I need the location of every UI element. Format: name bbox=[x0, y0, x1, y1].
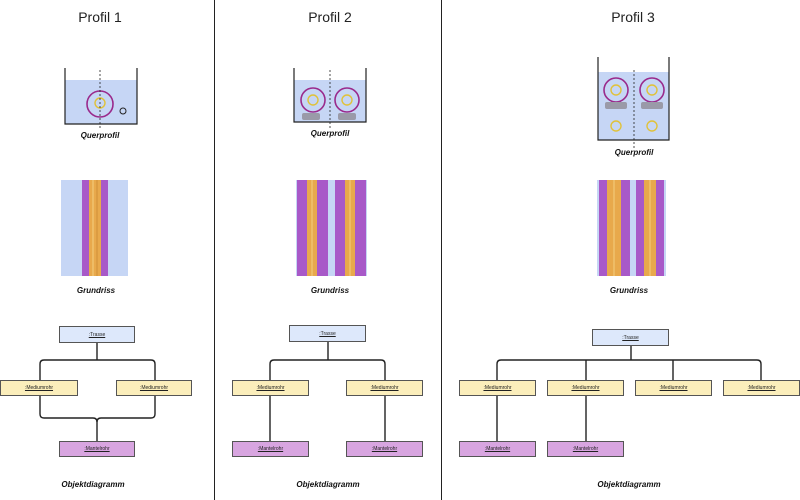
profile-1-plan-caption: Grundriss bbox=[76, 286, 116, 295]
profile-3-mediumrohr-box-2[interactable]: :Mediumrohr bbox=[547, 380, 624, 396]
profile-2-plan bbox=[296, 180, 367, 276]
profile-2-mantelrohr-box-1[interactable]: :Mantelrohr bbox=[232, 441, 309, 457]
profile-3-plan bbox=[597, 180, 666, 276]
column-divider-2 bbox=[441, 0, 442, 500]
profile-3-mediumrohr-box-3[interactable]: :Mediumrohr bbox=[635, 380, 712, 396]
profile-3-diagram-caption: Objektdiagramm bbox=[597, 480, 661, 489]
profile-2-mediumrohr-box-2[interactable]: :Mediumrohr bbox=[346, 380, 423, 396]
profile-3-mantelrohr-box-2[interactable]: :Mantelrohr bbox=[547, 441, 624, 457]
profile-3-connectors bbox=[496, 346, 762, 441]
profile-3-cross-section bbox=[597, 57, 670, 148]
profile-2-cross-caption: Querprofil bbox=[310, 129, 350, 138]
profile-1-mediumrohr-box-2[interactable]: :Mediumrohr bbox=[116, 380, 192, 396]
profile-2-mediumrohr-box-1[interactable]: :Mediumrohr bbox=[232, 380, 309, 396]
profile-2-plan-caption: Grundriss bbox=[310, 286, 350, 295]
profile-1-diagram-caption: Objektdiagramm bbox=[61, 480, 125, 489]
profile-2-mantelrohr-box-2[interactable]: :Mantelrohr bbox=[346, 441, 423, 457]
profile-3-title: Profil 3 bbox=[611, 9, 655, 25]
profile-2-cross-section bbox=[293, 68, 367, 130]
profile-1-cross-caption: Querprofil bbox=[80, 131, 120, 140]
profile-3-cross-caption: Querprofil bbox=[614, 148, 654, 157]
profile-1-mantelrohr-box[interactable]: :Mantelrohr bbox=[59, 441, 135, 457]
profile-3-mediumrohr-box-4[interactable]: :Mediumrohr bbox=[723, 380, 800, 396]
profile-3-mantelrohr-box-1[interactable]: :Mantelrohr bbox=[459, 441, 536, 457]
profile-3-plan-caption: Grundriss bbox=[609, 286, 649, 295]
profile-1-title: Profil 1 bbox=[78, 9, 122, 25]
profile-1-mediumrohr-box-1[interactable]: :Mediumrohr bbox=[0, 380, 78, 396]
profile-2-title: Profil 2 bbox=[308, 9, 352, 25]
profile-1-plan bbox=[61, 180, 128, 276]
profile-3-mediumrohr-box-1[interactable]: :Mediumrohr bbox=[459, 380, 536, 396]
profile-1-trasse-box[interactable]: :Trasse bbox=[59, 326, 135, 343]
profile-2-trasse-box[interactable]: :Trasse bbox=[289, 325, 366, 342]
profile-3-trasse-box[interactable]: :Trasse bbox=[592, 329, 669, 346]
profile-2-diagram-caption: Objektdiagramm bbox=[296, 480, 360, 489]
profile-1-cross-section bbox=[64, 68, 138, 130]
column-divider-1 bbox=[214, 0, 215, 500]
